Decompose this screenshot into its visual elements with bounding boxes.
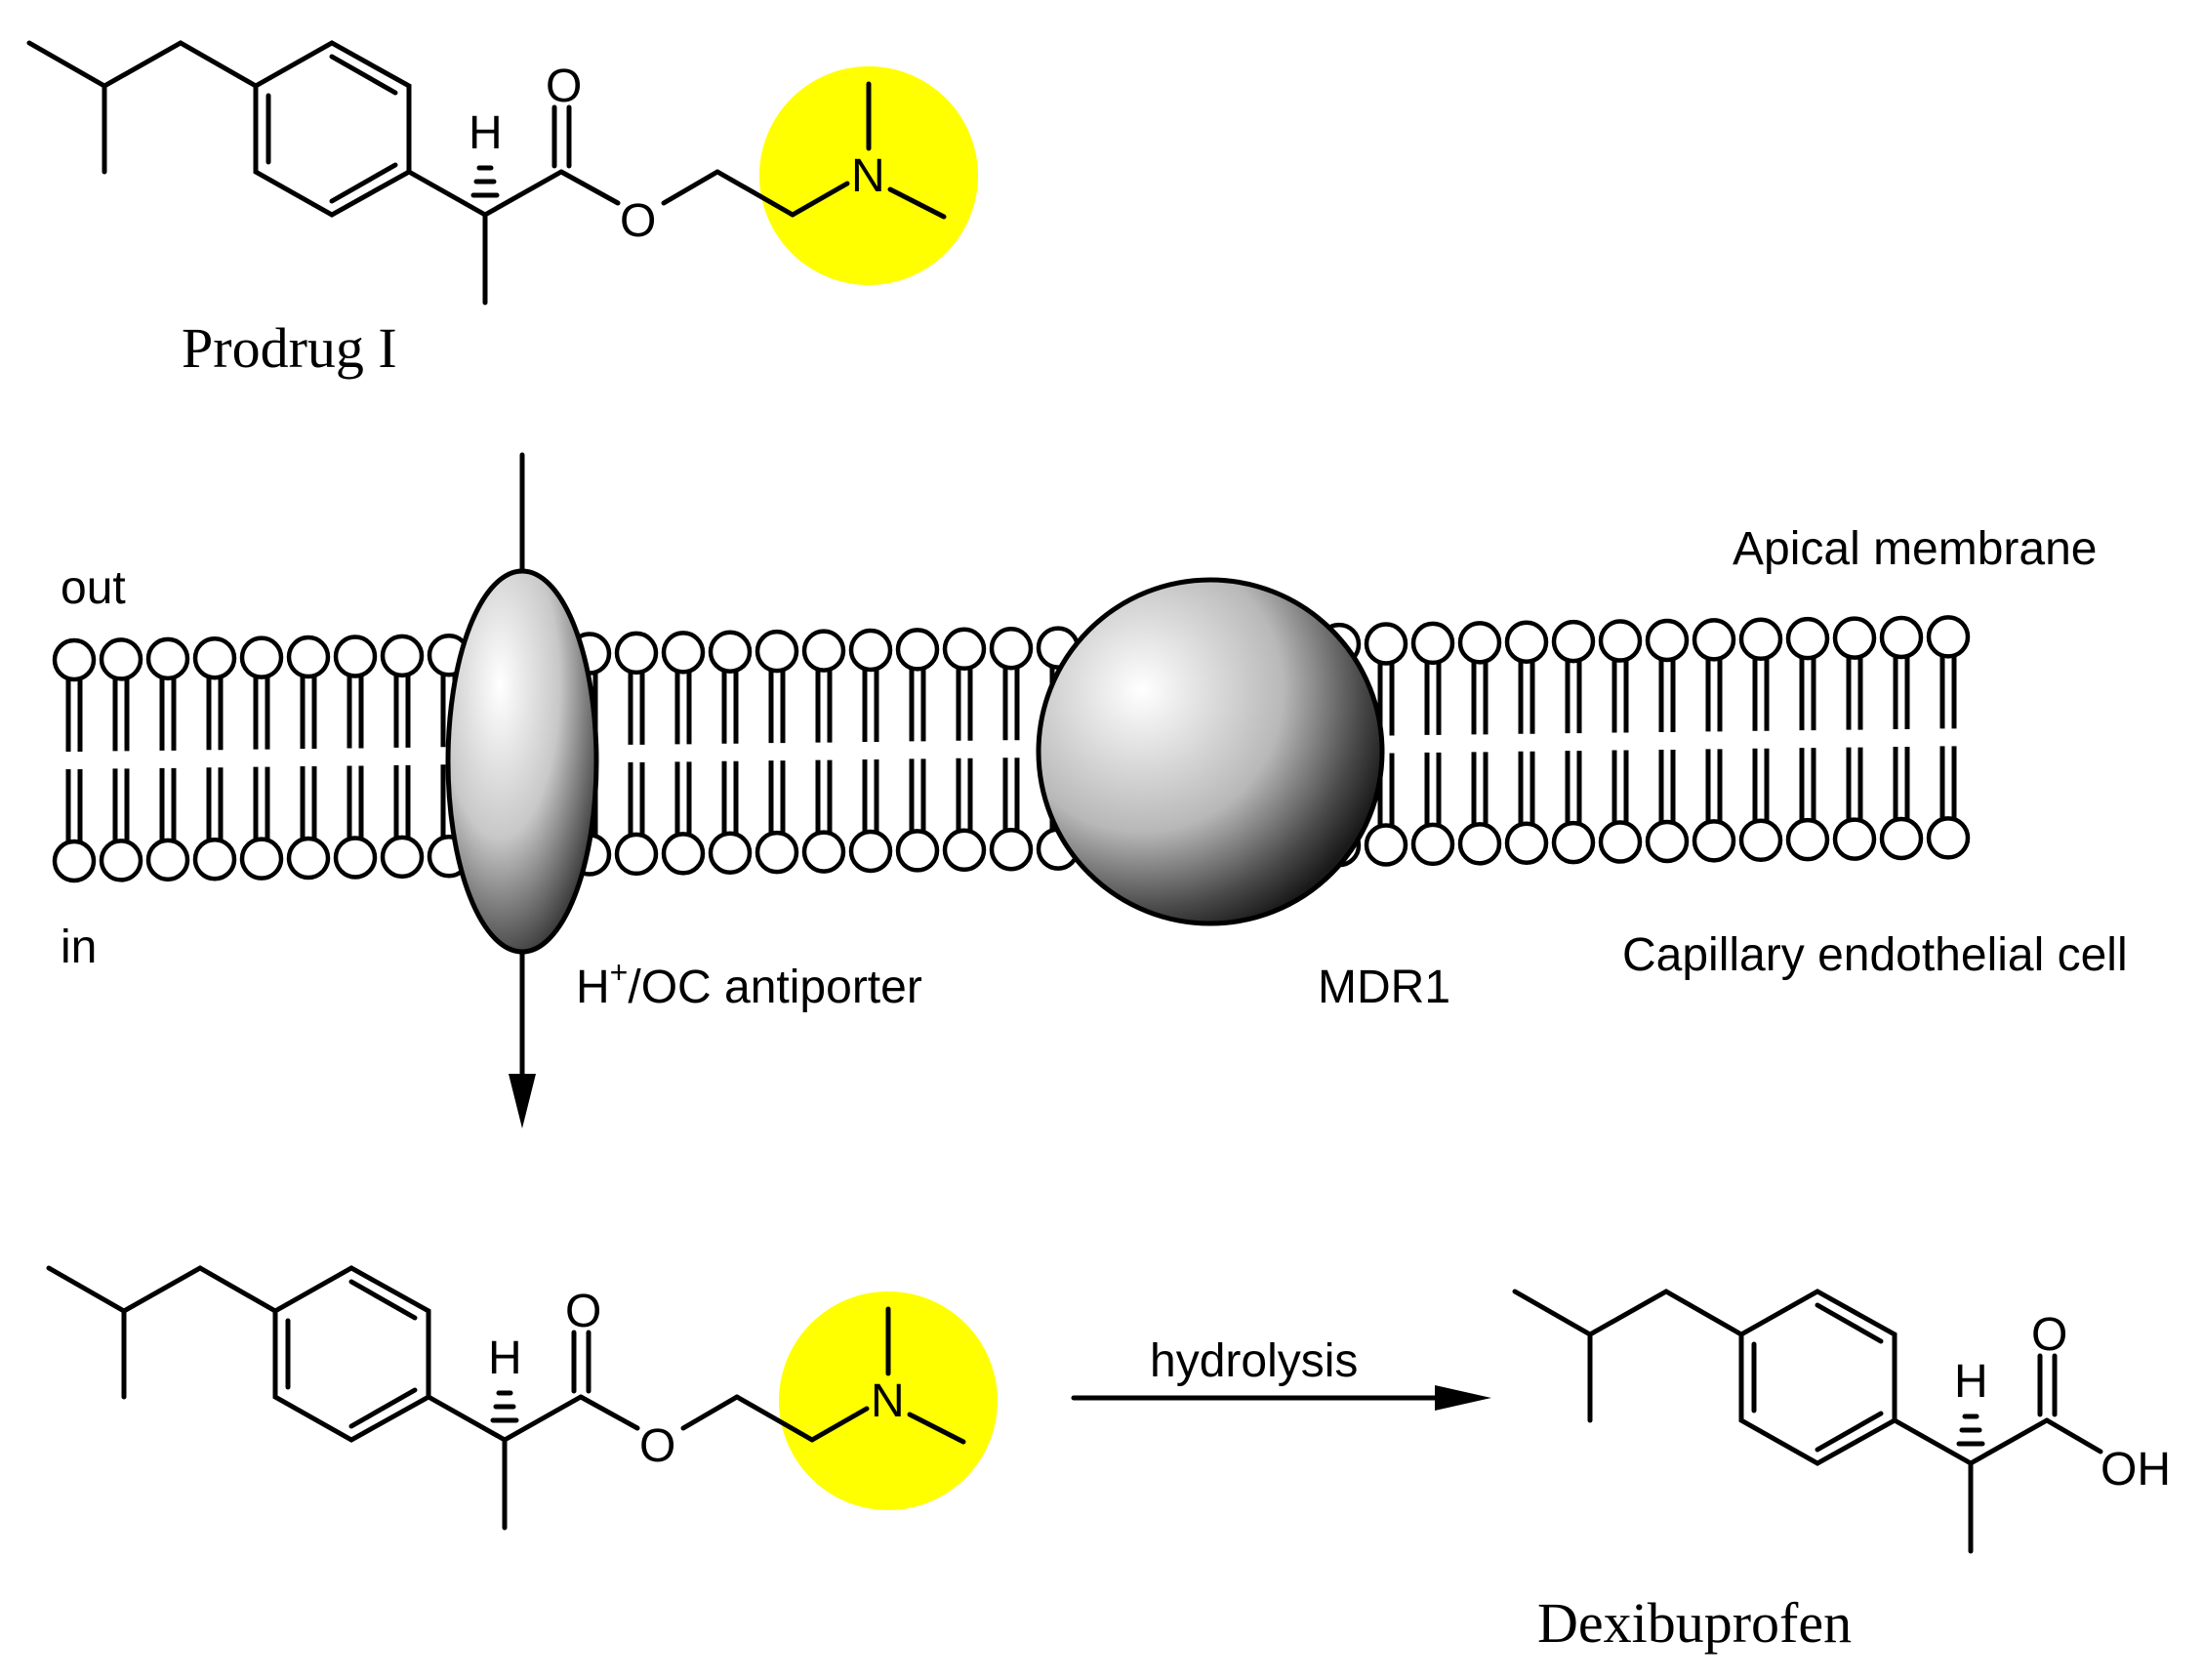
lipid-head: [1457, 822, 1502, 866]
lipid-head: [1504, 620, 1549, 664]
label-out: out: [61, 562, 126, 614]
lipid-head: [942, 828, 987, 873]
label-in: in: [61, 922, 97, 973]
lipid-head: [801, 830, 846, 874]
lipid-head: [942, 627, 987, 672]
lipid-head: [192, 837, 237, 881]
atom-n-bottom: N: [871, 1375, 905, 1427]
atom-h-bottom: H: [488, 1332, 522, 1384]
dimethylamino-highlight-top: [759, 66, 978, 285]
hashed-wedge-bottom: [490, 1390, 519, 1423]
lipid-head: [1832, 616, 1877, 660]
hashed-wedge-dexibuprofen: [1956, 1414, 1985, 1447]
lipid-head: [801, 629, 846, 673]
atom-o-carbonyl-dexibuprofen: O: [2031, 1309, 2067, 1361]
atom-o-carbonyl-bottom: O: [565, 1286, 601, 1337]
atom-o-ester-top: O: [620, 195, 656, 247]
lipid-head: [661, 631, 706, 675]
lipid-head: [1364, 823, 1408, 867]
lipid-head: [239, 837, 284, 881]
lipid-head: [1692, 618, 1736, 662]
lipid-head: [286, 635, 331, 679]
lipid-head: [989, 626, 1034, 671]
lipid-head: [1738, 818, 1783, 863]
lipid-head: [192, 635, 237, 680]
lipid-head: [1692, 819, 1736, 863]
label-mdr1: MDR1: [1318, 962, 1450, 1013]
label-hydrolysis: hydrolysis: [1150, 1335, 1358, 1387]
lipid-head: [1457, 621, 1502, 665]
lipid-head: [380, 835, 425, 880]
prodrug-molecule-top: H O O N: [26, 40, 978, 306]
atom-h-dexibuprofen: H: [1954, 1356, 1988, 1408]
atom-o-ester-bottom: O: [639, 1420, 675, 1472]
lipid-head: [895, 628, 940, 672]
lipid-head: [1785, 616, 1830, 661]
lipid-head: [1926, 816, 1971, 860]
prodrug-molecule-bottom: H O O N: [46, 1265, 998, 1531]
lipid-bilayer: [52, 615, 1971, 883]
lipid-head: [1879, 615, 1924, 660]
lipid-head: [848, 628, 893, 673]
lipid-head: [895, 829, 940, 873]
hashed-wedge-top: [470, 165, 500, 198]
lipid-head: [286, 836, 331, 881]
lipid-head: [1364, 622, 1408, 666]
atom-n-top: N: [851, 150, 885, 202]
atom-h-top: H: [469, 107, 503, 159]
lipid-head: [239, 635, 284, 679]
lipid-head: [1598, 619, 1643, 663]
lipid-head: [1551, 820, 1596, 865]
lipid-head: [1738, 617, 1783, 662]
lipid-head: [661, 832, 706, 876]
lipid-head: [755, 629, 799, 674]
lipid-head: [333, 836, 378, 880]
mdr1-protein: [1036, 577, 1385, 926]
prodrug-name: Prodrug I: [182, 316, 397, 380]
antiporter-protein: [445, 568, 599, 955]
label-antiporter: H+/OC antiporter: [576, 955, 922, 1013]
lipid-head: [1785, 817, 1830, 862]
lipid-head: [1645, 819, 1690, 864]
label-capillary-endothelial-cell: Capillary endothelial cell: [1622, 929, 2128, 981]
lipid-head: [614, 832, 659, 877]
lipid-head: [99, 839, 143, 882]
lipid-head: [1504, 821, 1549, 865]
lipid-head: [1645, 618, 1690, 663]
lipid-head: [614, 631, 659, 676]
lipid-head: [52, 637, 97, 682]
upper-lipid-heads: [52, 615, 1971, 682]
product-name: Dexibuprofen: [1537, 1591, 1852, 1655]
lipid-head: [1551, 619, 1596, 664]
lipid-head: [333, 635, 378, 678]
lipid-head: [1832, 817, 1877, 861]
atom-oh-dexibuprofen: OH: [2101, 1444, 2171, 1496]
dimethylamino-highlight-bottom: [779, 1291, 998, 1510]
lipid-head: [1410, 621, 1455, 666]
lipid-head: [145, 636, 190, 681]
atom-o-carbonyl-top: O: [546, 61, 582, 112]
lipid-head: [708, 831, 753, 875]
dexibuprofen-molecule: H O OH: [1512, 1289, 2171, 1554]
lower-lipid-heads: [52, 816, 1971, 883]
lipid-head: [380, 634, 425, 678]
lipid-head: [99, 637, 143, 681]
lipid-head: [848, 829, 893, 874]
lipid-head: [1598, 820, 1643, 864]
lipid-head: [989, 827, 1034, 872]
transport-arrow-head: [509, 1074, 536, 1128]
lipid-head: [708, 630, 753, 674]
label-apical-membrane: Apical membrane: [1733, 523, 2098, 575]
lipid-head: [145, 838, 190, 882]
hydrolysis-arrow-head: [1435, 1385, 1491, 1411]
lipid-head: [1410, 822, 1455, 867]
lipid-head: [1879, 816, 1924, 861]
lipid-head: [1926, 615, 1971, 659]
lipid-head: [52, 839, 97, 883]
lipid-head: [755, 830, 799, 875]
